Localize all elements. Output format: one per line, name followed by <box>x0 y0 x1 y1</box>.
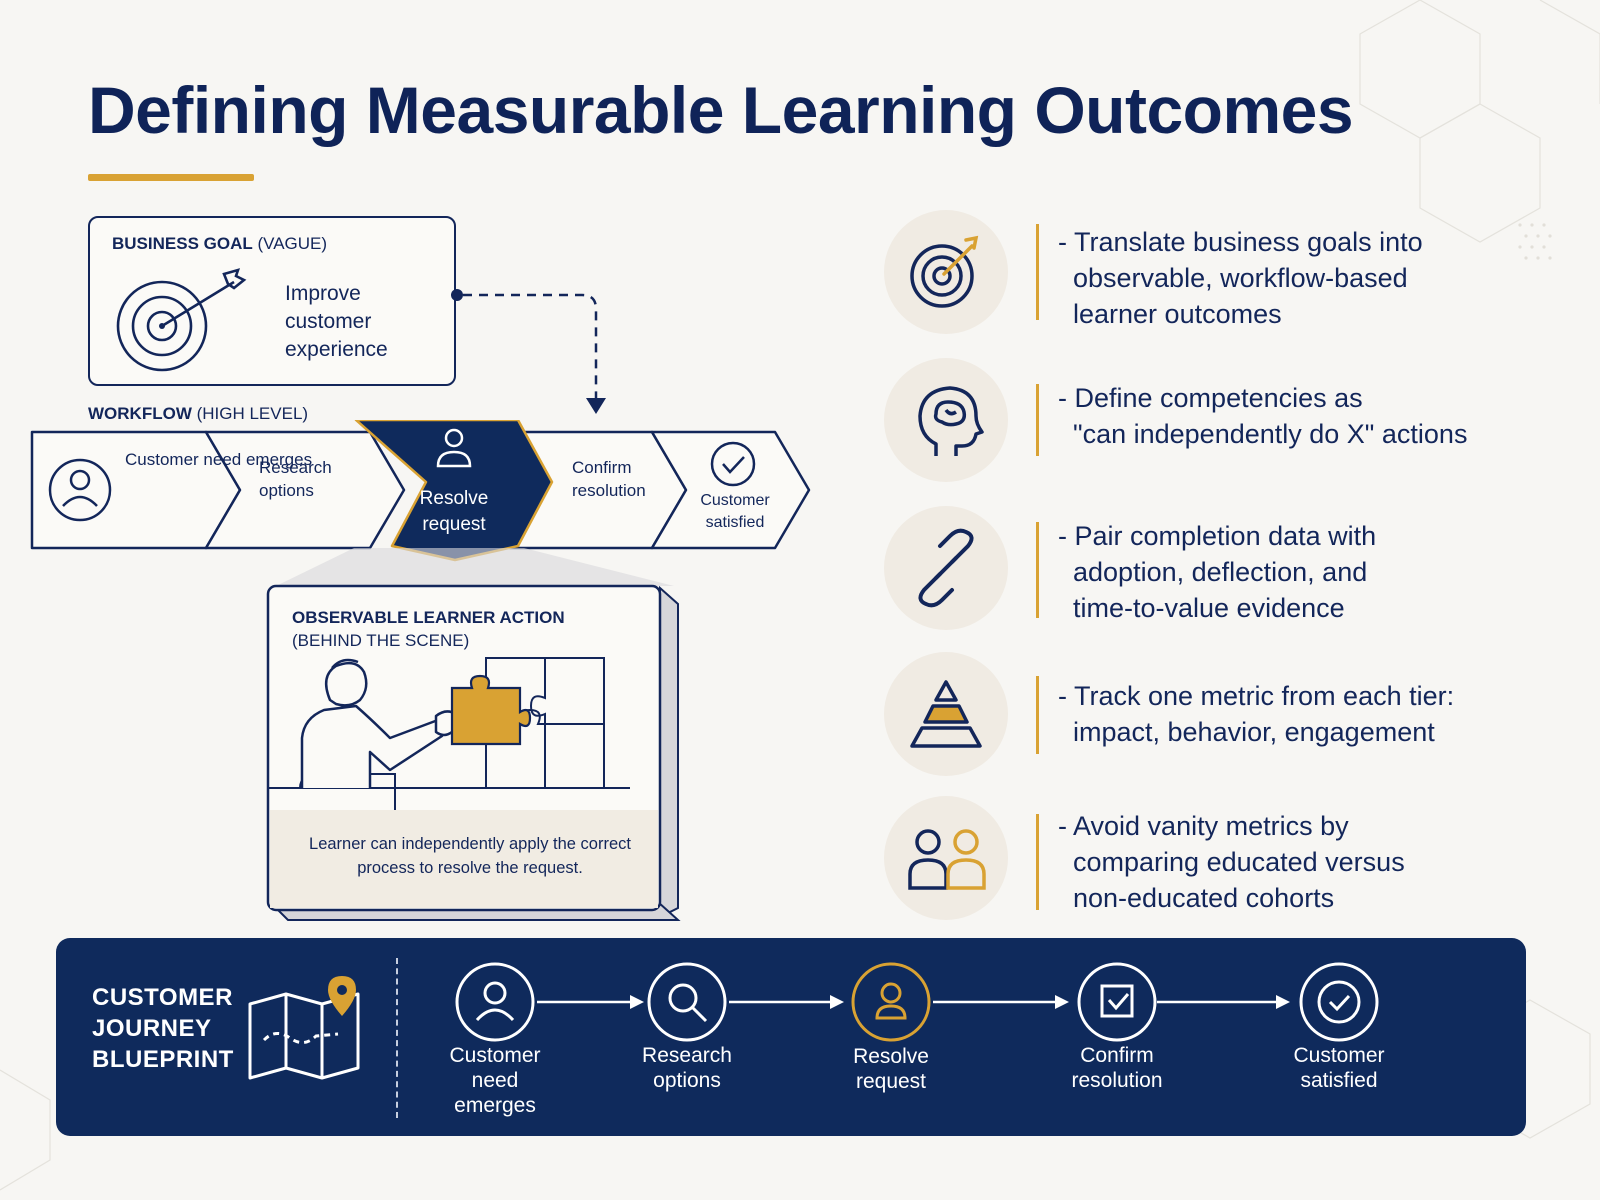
bullet-icon-circle <box>884 210 1008 334</box>
journey-steps <box>455 962 1379 1042</box>
workflow-step-label: Confirm resolution <box>572 458 646 500</box>
learner-action-description: Learner can independently apply the corr… <box>309 835 631 877</box>
business-goal-caption-bold: BUSINESS GOAL <box>112 234 253 253</box>
bullet-item: - Define competencies as "can independen… <box>884 358 1584 488</box>
goal-to-workflow-connector <box>451 289 606 414</box>
bullet-text: - Pair completion data with adoption, de… <box>1058 521 1377 623</box>
business-goal-box: BUSINESS GOAL (VAGUE) Improve customer e… <box>88 216 456 386</box>
person-icon <box>436 428 472 468</box>
puzzle-piece <box>450 674 532 746</box>
check-circle-icon <box>1299 962 1379 1042</box>
bullet-text: - Define competencies as "can independen… <box>1058 383 1468 449</box>
workflow-step-label: Customer need emerges <box>125 450 313 469</box>
journey-title: CUSTOMER JOURNEY BLUEPRINT <box>92 984 234 1073</box>
learner-action-caption-subtitle: (BEHIND THE SCENE) <box>292 631 470 650</box>
checkbox-icon <box>1077 962 1157 1042</box>
learner-action-caption-title: OBSERVABLE LEARNER ACTION <box>292 608 565 627</box>
bullet-text: - Track one metric from each tier: impac… <box>1058 681 1455 747</box>
chain-link-icon <box>918 528 974 608</box>
learner-action-caption: OBSERVABLE LEARNER ACTION (BEHIND THE SC… <box>292 606 565 652</box>
target-arrow-icon <box>116 268 247 372</box>
workflow-chevron-row: Customer need emerges Research options R… <box>30 420 830 570</box>
target-arrow-icon <box>910 235 979 308</box>
person-icon <box>851 962 931 1042</box>
business-goal-caption: BUSINESS GOAL (VAGUE) <box>112 234 327 254</box>
workflow-step-label: Research options <box>259 458 332 500</box>
bullet-icon-circle <box>884 506 1008 630</box>
learner-action-card <box>266 548 681 921</box>
page-title: Defining Measurable Learning Outcomes <box>88 73 1354 147</box>
person-icon <box>455 962 535 1042</box>
journey-divider <box>396 958 398 1118</box>
search-icon <box>647 962 727 1042</box>
workflow-caption: WORKFLOW (HIGH LEVEL) <box>88 404 308 424</box>
bullet-text: - Translate business goals into observab… <box>1058 227 1423 329</box>
journey-step-label: Customer need emerges <box>449 1044 541 1117</box>
bullet-item: - Translate business goals into observab… <box>884 210 1584 340</box>
bullet-icon-circle <box>884 652 1008 776</box>
business-goal-text: Improve customer experience <box>285 282 388 361</box>
workflow-caption-qualifier: (HIGH LEVEL) <box>196 404 309 423</box>
title-underline <box>88 174 254 181</box>
workflow-step-label: Resolve request <box>419 488 489 535</box>
customer-journey-band: CUSTOMER JOURNEY BLUEPRINT <box>56 938 1526 1136</box>
bullet-text: - Avoid vanity metrics by comparing educ… <box>1058 811 1405 913</box>
bullet-item: - Pair completion data with adoption, de… <box>884 506 1584 636</box>
map-pin-icon <box>248 976 360 1080</box>
journey-step-label: Research options <box>642 1044 732 1092</box>
pyramid-icon <box>910 680 982 748</box>
journey-step-label: Confirm resolution <box>1071 1044 1163 1092</box>
check-circle-icon <box>710 441 756 487</box>
bullet-item: - Track one metric from each tier: impac… <box>884 652 1584 782</box>
workflow-caption-bold: WORKFLOW <box>88 404 192 423</box>
person-icon <box>48 458 112 522</box>
workflow-step-label: Customer satisfied <box>700 492 770 531</box>
two-people-icon <box>908 829 986 890</box>
bullet-item: - Avoid vanity metrics by comparing educ… <box>884 796 1584 926</box>
head-brain-icon <box>918 386 984 456</box>
bullet-icon-circle <box>884 796 1008 920</box>
bullet-icon-circle <box>884 358 1008 482</box>
workflow-step-5-shape <box>650 430 811 550</box>
journey-step-label: Customer satisfied <box>1293 1044 1385 1092</box>
business-goal-caption-qualifier: (VAGUE) <box>257 234 328 253</box>
journey-step-label: Resolve request <box>853 1045 929 1093</box>
